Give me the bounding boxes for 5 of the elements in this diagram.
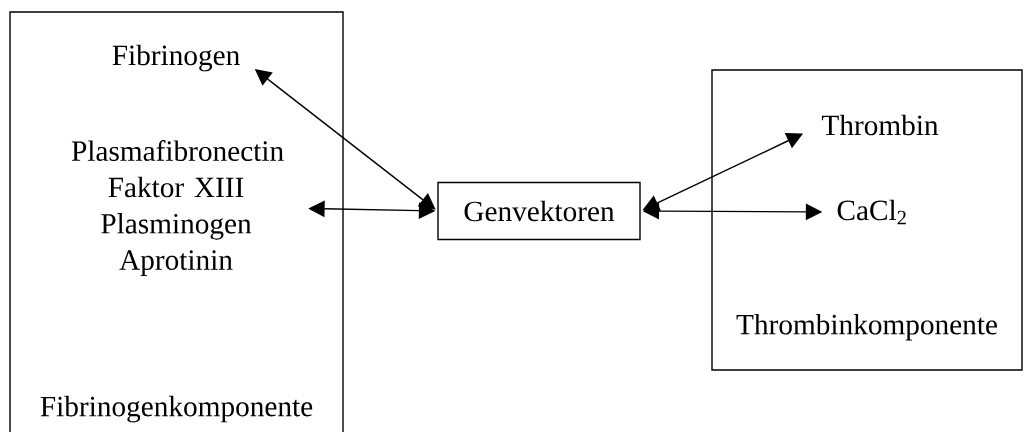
label-text: CaCl$_{2}$ — [837, 199, 906, 225]
label-text: Fibrinogen — [112, 44, 240, 72]
process-box: Genvektoren — [437, 181, 641, 241]
label-text: Thrombin — [821, 114, 939, 136]
label-text: Plasmafibronectin Faktor XIII Plasminogen Aprotinin — [71, 140, 284, 276]
